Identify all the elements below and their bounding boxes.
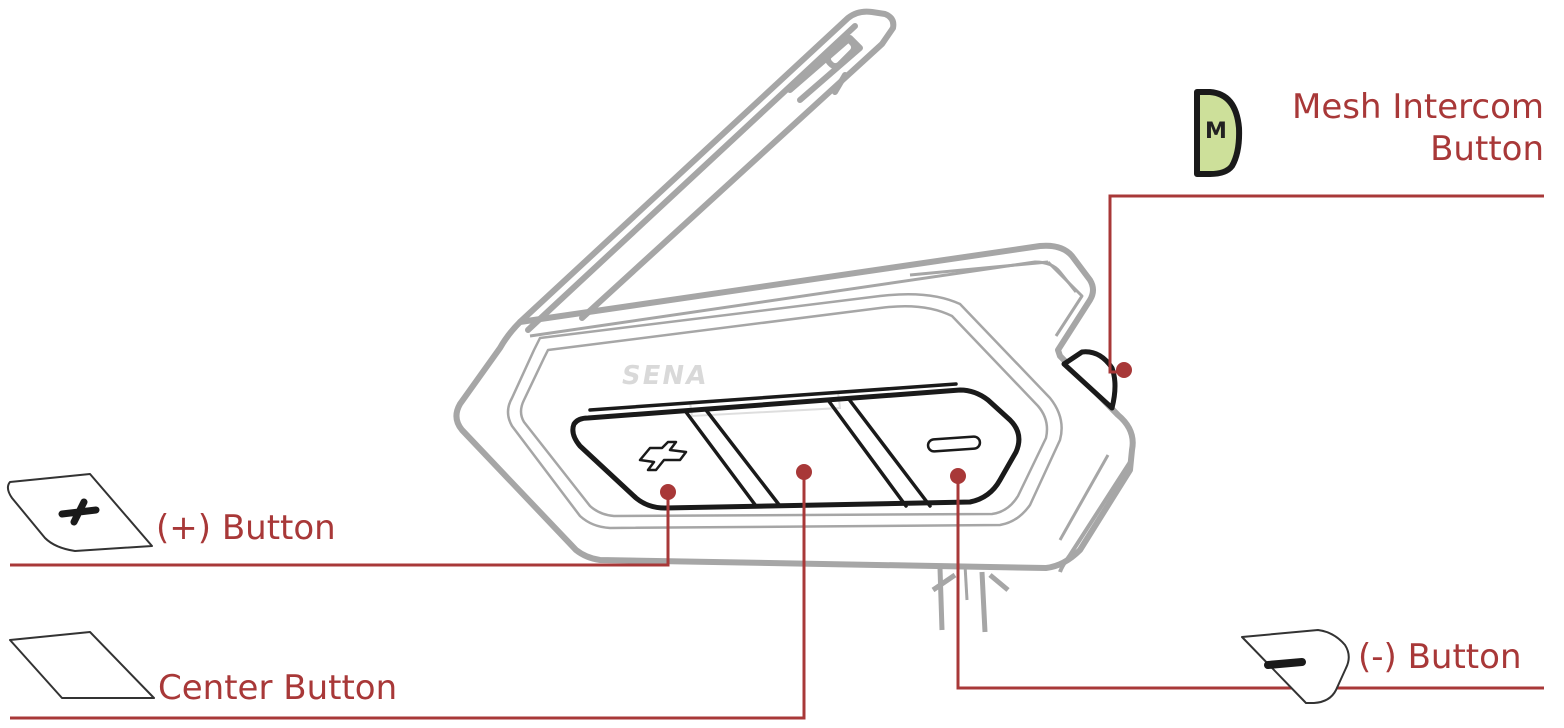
dot-plus — [660, 484, 676, 500]
device-body — [453, 242, 1136, 633]
mesh-intercom-label: Mesh Intercom Button — [1292, 86, 1544, 170]
antenna — [517, 8, 897, 333]
callout-line-minus — [956, 476, 1544, 690]
mesh-icon-letter: M — [1205, 119, 1227, 144]
plus-device-icon — [638, 440, 688, 472]
button-panel — [570, 382, 1022, 511]
plus-button-icon — [6, 473, 153, 552]
minus-device-icon — [926, 435, 982, 453]
mesh-intercom-label-line1: Mesh Intercom — [1292, 87, 1544, 127]
callout-line-mesh — [1108, 194, 1544, 374]
dot-center — [796, 464, 812, 480]
center-button-label: Center Button — [158, 668, 398, 708]
minus-button-label: (-) Button — [1358, 637, 1522, 677]
callout-line-center — [10, 474, 806, 720]
center-button-icon — [9, 631, 155, 699]
dot-mesh — [1116, 362, 1132, 378]
callout-line-plus — [10, 492, 670, 567]
mesh-device-button[interactable] — [1061, 349, 1118, 411]
minus-button-icon — [1241, 629, 1350, 704]
brand-logo: SENA — [619, 361, 711, 391]
callout-dots — [660, 362, 1132, 500]
mesh-intercom-button-icon: M — [1194, 89, 1243, 177]
plus-button-label: (+) Button — [156, 508, 336, 548]
mesh-intercom-label-line2: Button — [1430, 129, 1544, 169]
dot-minus — [950, 468, 966, 484]
